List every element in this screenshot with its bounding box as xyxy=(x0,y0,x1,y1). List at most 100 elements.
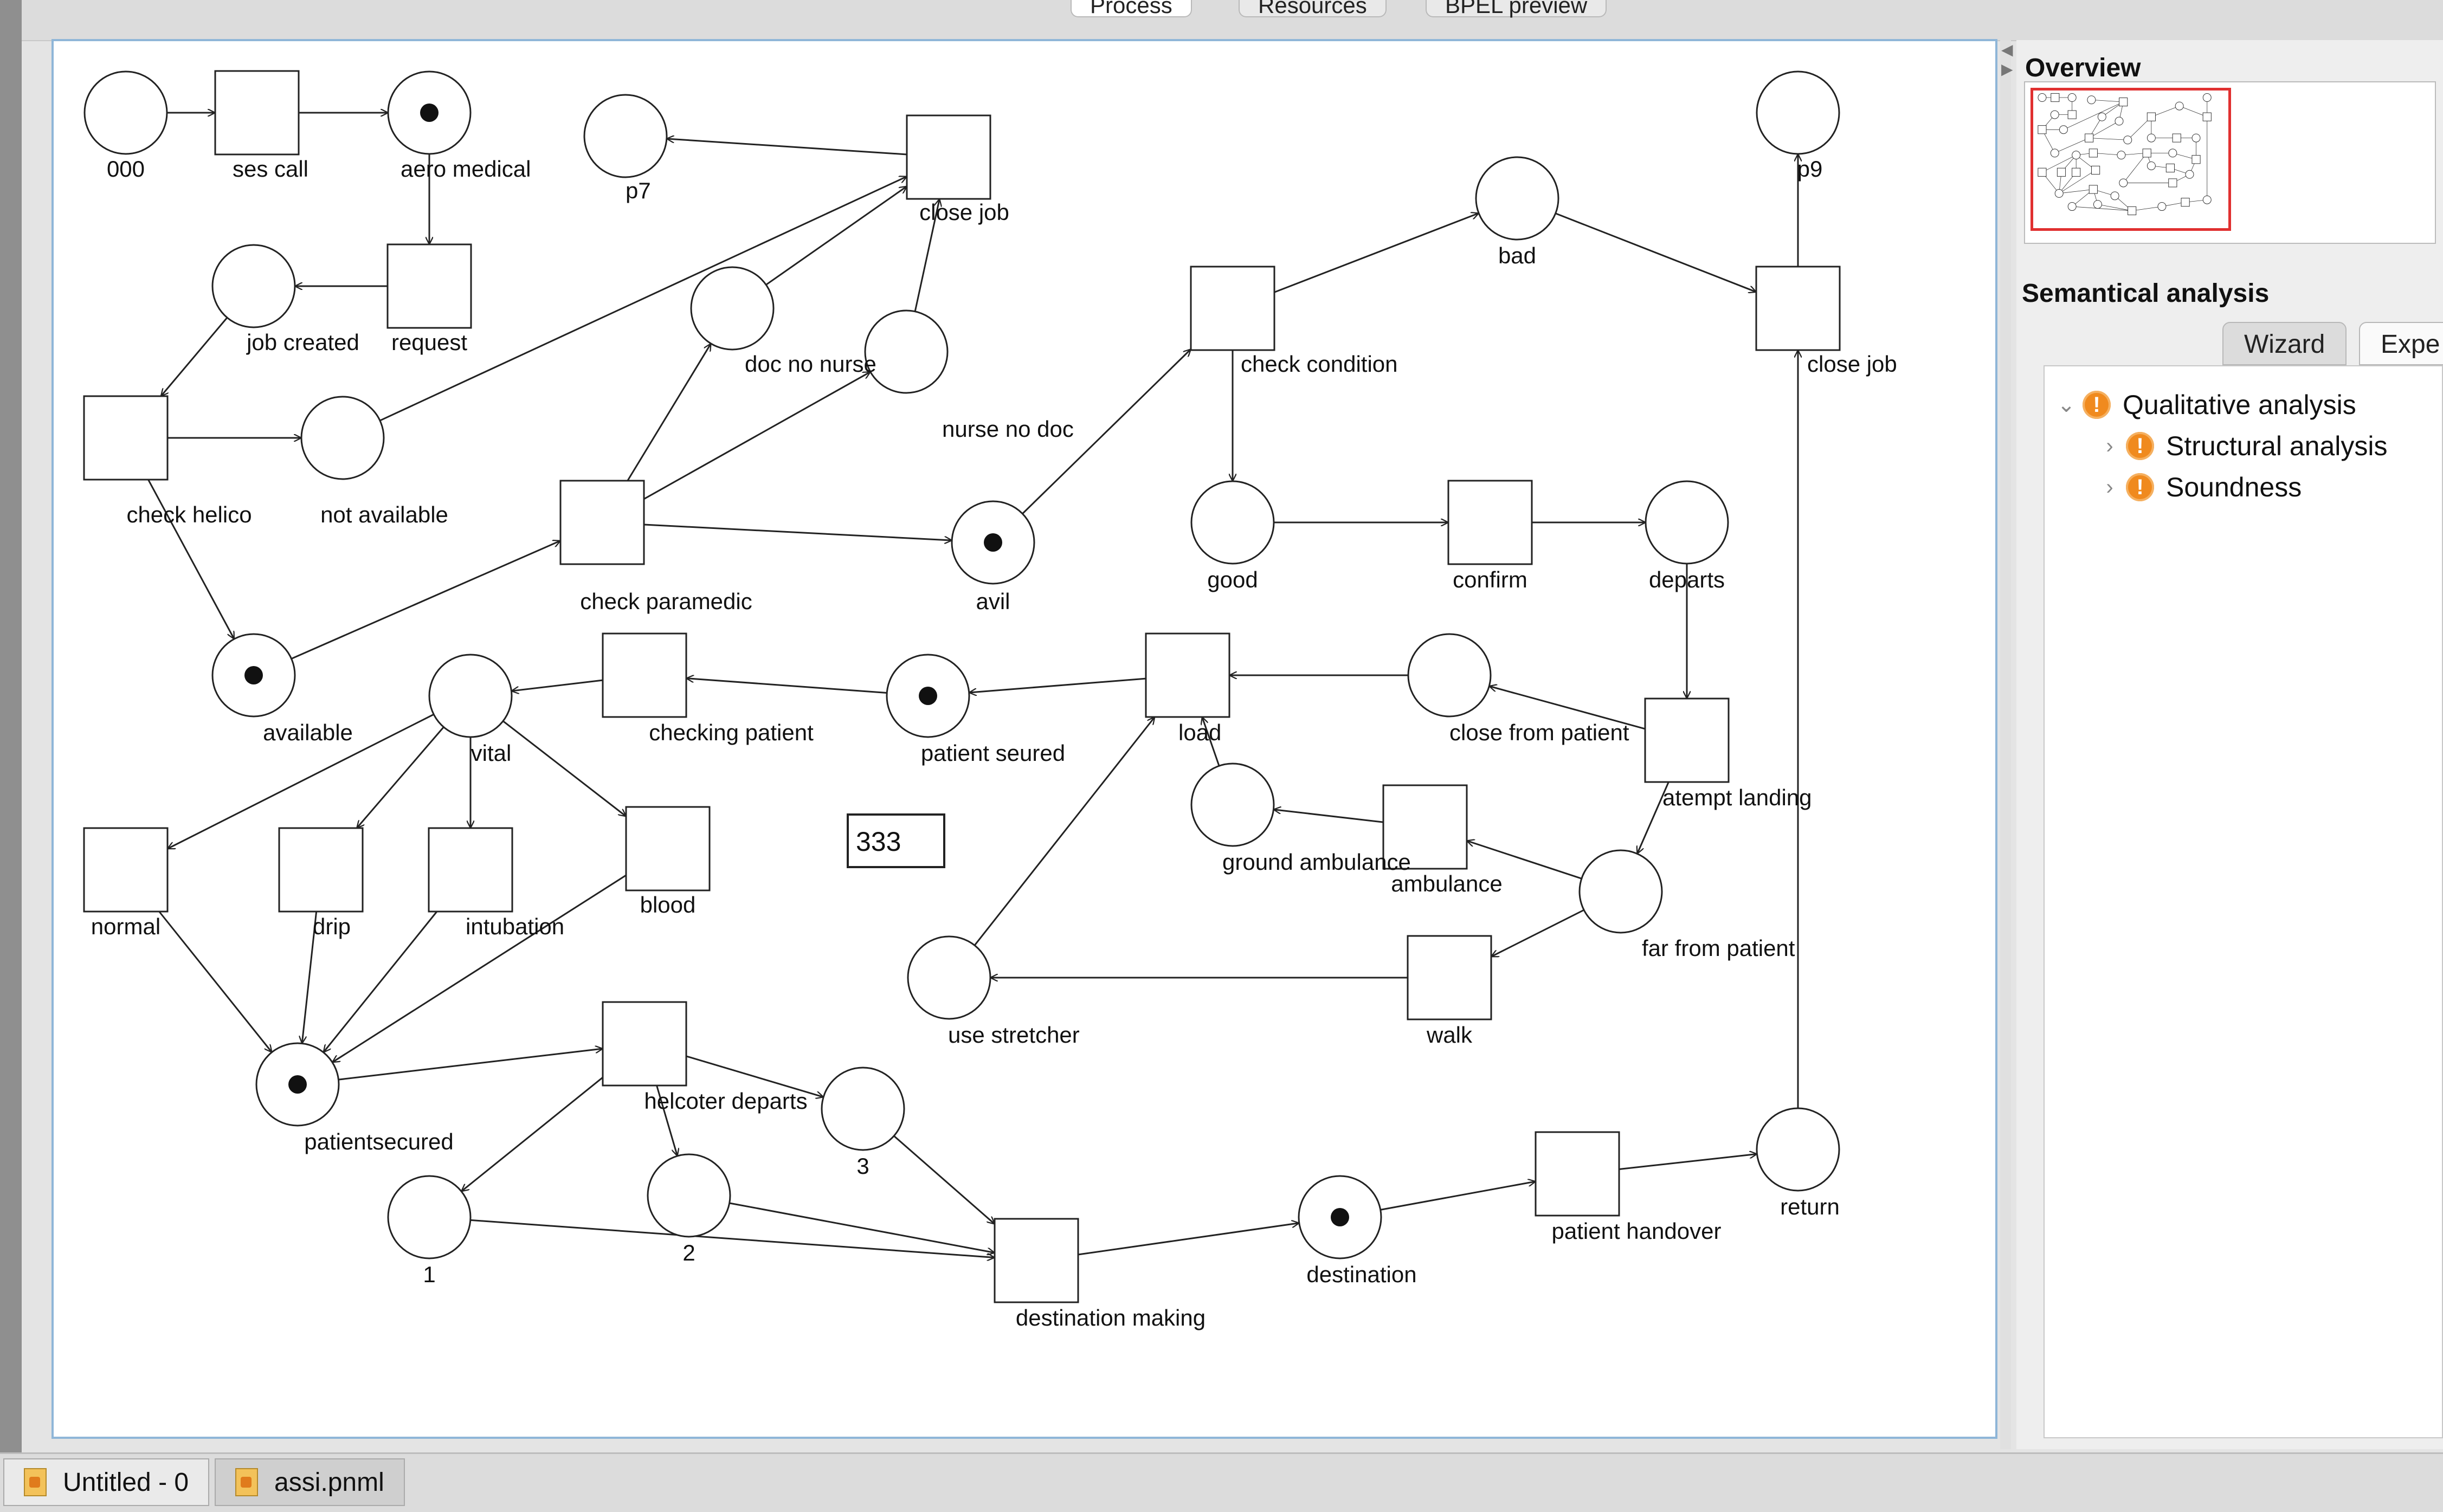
transition-tconfirm[interactable] xyxy=(1447,480,1533,565)
transition-tclosejob2[interactable] xyxy=(1755,266,1841,351)
place-pavailable[interactable] xyxy=(211,633,296,718)
place-circle[interactable] xyxy=(387,1175,472,1259)
transition-thelcoter[interactable] xyxy=(602,1001,687,1087)
arc-pdest-thandover[interactable] xyxy=(1380,1181,1536,1211)
place-circle[interactable] xyxy=(1645,480,1729,565)
place-pstretch[interactable] xyxy=(907,935,991,1020)
tree-item-qualitative[interactable]: ⌄ ! Qualitative analysis xyxy=(2055,386,2356,424)
place-pp7[interactable] xyxy=(583,94,668,178)
transition-box[interactable] xyxy=(1447,480,1533,565)
place-pp9[interactable] xyxy=(1756,70,1840,155)
tab-expert[interactable]: Expe xyxy=(2359,322,2443,365)
place-circle[interactable] xyxy=(1756,70,1840,155)
transition-box[interactable] xyxy=(602,1001,687,1087)
arc-tload-pseured[interactable] xyxy=(969,677,1146,693)
transition-tnormal[interactable] xyxy=(83,827,169,913)
transition-tdrip[interactable] xyxy=(278,827,364,913)
arc-thandover-preturn[interactable] xyxy=(1619,1154,1757,1170)
chevron-down-icon[interactable]: ⌄ xyxy=(2057,393,2075,417)
arc-pseured-tchecking[interactable] xyxy=(686,679,887,694)
arc-tatempt-pclose[interactable] xyxy=(1489,686,1646,730)
overview-viewport[interactable] xyxy=(2031,88,2231,231)
place-pdoc[interactable] xyxy=(690,266,775,351)
transition-box[interactable] xyxy=(1382,784,1468,870)
transition-tclosejob1[interactable] xyxy=(906,114,991,200)
place-circle[interactable] xyxy=(1407,633,1492,718)
transition-tload[interactable] xyxy=(1145,632,1230,718)
place-pbad[interactable] xyxy=(1475,156,1559,241)
transition-box[interactable] xyxy=(1535,1131,1620,1217)
place-circle[interactable] xyxy=(583,94,668,178)
place-pdest[interactable] xyxy=(1298,1175,1382,1259)
place-pground[interactable] xyxy=(1190,763,1275,847)
arc-tparamedic-pdoc[interactable] xyxy=(627,344,711,481)
place-pseured[interactable] xyxy=(886,654,970,738)
transition-box[interactable] xyxy=(83,827,169,913)
arc-tparamedic-pnurse[interactable] xyxy=(643,371,871,500)
collapse-left-icon[interactable]: ◀ xyxy=(2001,41,2013,58)
place-p2[interactable] xyxy=(647,1153,731,1238)
arc-pfar-tambulance[interactable] xyxy=(1467,841,1582,880)
place-circle[interactable] xyxy=(1578,849,1663,934)
place-circle[interactable] xyxy=(1756,1107,1840,1192)
file-tab-assi[interactable]: assi.pnml xyxy=(215,1458,405,1506)
transition-box[interactable] xyxy=(386,243,472,329)
transition-box[interactable] xyxy=(278,827,364,913)
transition-tparamedic[interactable] xyxy=(559,480,645,565)
arc-tdrip-psecured[interactable] xyxy=(302,911,318,1043)
place-circle[interactable] xyxy=(300,396,385,480)
transition-box[interactable] xyxy=(428,827,513,913)
transition-tblood[interactable] xyxy=(625,806,711,891)
transition-tchecking[interactable] xyxy=(602,632,687,718)
transition-tdestmaking[interactable] xyxy=(994,1218,1079,1303)
tab-process[interactable]: Process xyxy=(1071,0,1192,17)
arc-tcond-pbad[interactable] xyxy=(1274,213,1479,293)
tree-item-soundness[interactable]: › ! Soundness xyxy=(2099,468,2302,506)
transition-tintub[interactable] xyxy=(428,827,513,913)
overview-pane[interactable] xyxy=(2024,81,2436,244)
arc-p2-tdestmaking[interactable] xyxy=(729,1202,995,1253)
transition-thandover[interactable] xyxy=(1535,1131,1620,1217)
annotation-box[interactable]: 333 xyxy=(847,813,945,868)
arc-thelcoter-p2[interactable] xyxy=(656,1085,678,1156)
place-p1[interactable] xyxy=(387,1175,472,1259)
place-p000[interactable] xyxy=(83,70,168,155)
place-pnurse[interactable] xyxy=(864,309,949,394)
place-circle[interactable] xyxy=(83,70,168,155)
place-pjob[interactable] xyxy=(211,244,296,328)
arc-thelcoter-p3[interactable] xyxy=(686,1055,823,1097)
place-circle[interactable] xyxy=(907,935,991,1020)
collapse-right-icon[interactable]: ▶ xyxy=(2001,61,2013,77)
transition-box[interactable] xyxy=(559,480,645,565)
place-paero[interactable] xyxy=(387,70,472,155)
arc-tclosejob1-pp7[interactable] xyxy=(667,139,907,156)
place-p3[interactable] xyxy=(821,1067,905,1151)
place-pvital[interactable] xyxy=(428,654,513,738)
arc-tambulance-pground[interactable] xyxy=(1273,810,1384,823)
transition-box[interactable] xyxy=(83,395,169,481)
chevron-right-icon[interactable]: › xyxy=(2106,475,2113,499)
transition-box[interactable] xyxy=(1407,935,1492,1020)
transition-box[interactable] xyxy=(602,632,687,718)
chevron-right-icon[interactable]: › xyxy=(2106,434,2113,458)
place-circle[interactable] xyxy=(211,244,296,328)
transition-tses[interactable] xyxy=(214,70,300,156)
place-circle[interactable] xyxy=(864,309,949,394)
place-pnotav[interactable] xyxy=(300,396,385,480)
arc-pground-tload[interactable] xyxy=(1202,717,1220,766)
panel-splitter[interactable]: ◀ ▶ xyxy=(2000,40,2013,1449)
transition-tatempt[interactable] xyxy=(1644,697,1730,783)
place-psecured[interactable] xyxy=(255,1042,340,1127)
arc-pfar-twalk[interactable] xyxy=(1491,909,1584,958)
arc-pdoc-tclosejob1[interactable] xyxy=(765,186,907,286)
arc-thelico-pavailable[interactable] xyxy=(147,479,235,639)
transition-trequest[interactable] xyxy=(386,243,472,329)
tab-bpel-preview[interactable]: BPEL preview xyxy=(1426,0,1607,17)
transition-tambulance[interactable] xyxy=(1382,784,1468,870)
place-pfar[interactable] xyxy=(1578,849,1663,934)
arc-pbad-tclosejob2[interactable] xyxy=(1555,212,1756,292)
arc-tnormal-psecured[interactable] xyxy=(158,911,272,1052)
place-circle[interactable] xyxy=(690,266,775,351)
arc-pvital-tdrip[interactable] xyxy=(357,726,444,828)
transition-box[interactable] xyxy=(1755,266,1841,351)
